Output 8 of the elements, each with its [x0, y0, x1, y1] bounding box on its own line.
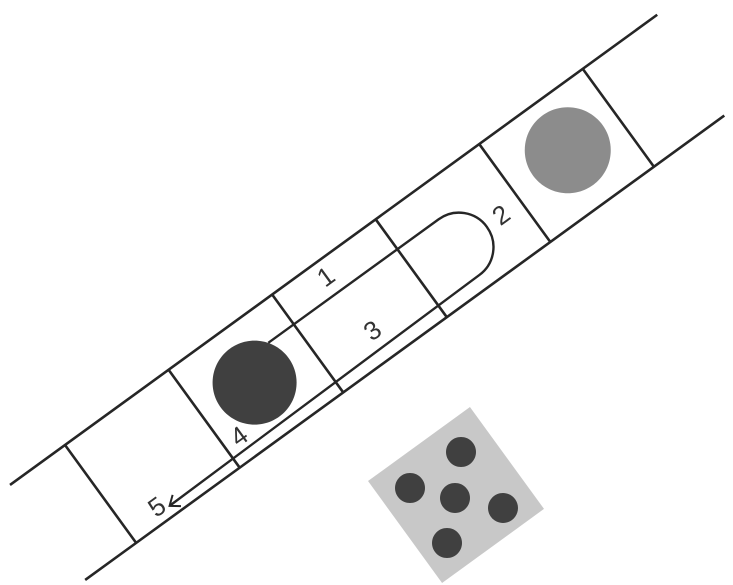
counter — [524, 107, 611, 194]
step-number: 2 — [492, 206, 512, 226]
step-number: 3 — [364, 322, 381, 340]
step-number: 5 — [147, 496, 165, 516]
step-number: 1 — [318, 268, 336, 287]
step-number: 4 — [234, 426, 248, 444]
move-path-arrow — [168, 212, 494, 508]
counter — [212, 340, 297, 425]
